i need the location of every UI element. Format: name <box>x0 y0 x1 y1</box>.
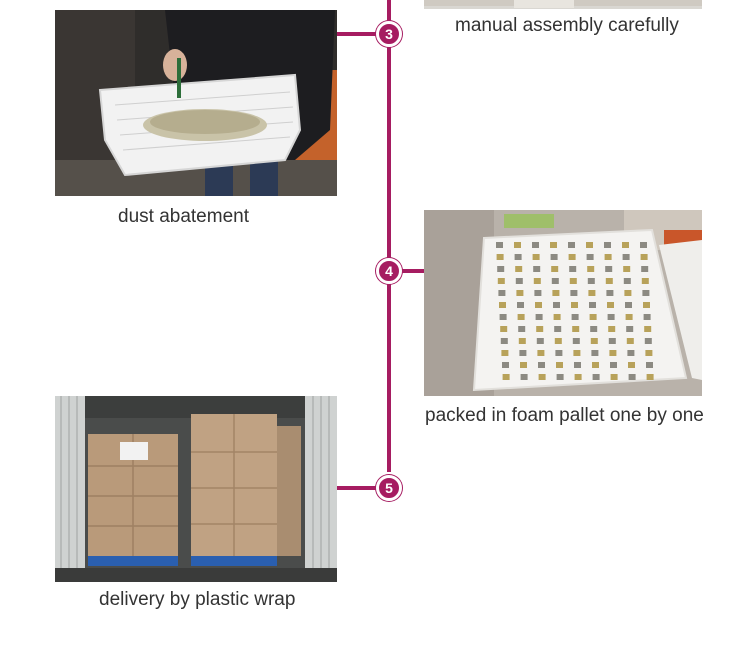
manual-assembly-photo <box>424 0 702 9</box>
step-3-connector <box>337 32 389 36</box>
foam-pallet-photo <box>424 210 702 396</box>
step-4-connector <box>389 269 424 273</box>
step-5-left-caption: delivery by plastic wrap <box>99 589 296 610</box>
step-5-marker: 5 <box>376 475 402 501</box>
step-3-number: 3 <box>385 26 393 42</box>
step-4-right-caption: packed in foam pallet one by one <box>425 405 704 426</box>
step-5-number: 5 <box>385 480 393 496</box>
step-3-left-caption: dust abatement <box>118 206 249 227</box>
step-4-marker: 4 <box>376 258 402 284</box>
delivery-photo <box>55 396 337 582</box>
step-3-marker: 3 <box>376 21 402 47</box>
dust-abatement-photo <box>55 10 337 196</box>
step-5-connector <box>337 486 389 490</box>
timeline-line <box>387 0 391 472</box>
step-4-number: 4 <box>385 263 393 279</box>
step-3-right-caption: manual assembly carefully <box>455 15 679 36</box>
